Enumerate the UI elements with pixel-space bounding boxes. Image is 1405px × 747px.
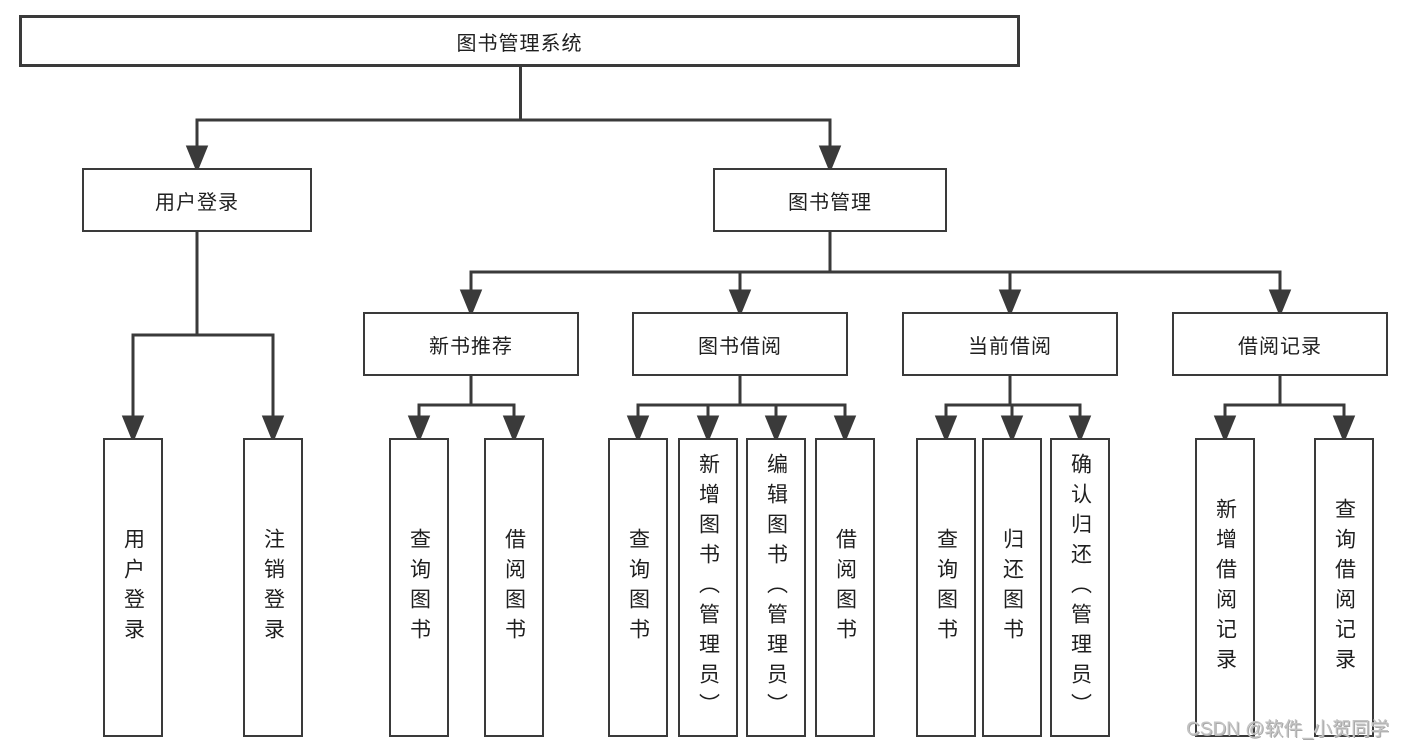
arrowhead-icon: [818, 145, 842, 173]
leaf-borrow-borrow-book: 借阅图书: [815, 438, 875, 737]
arrowhead-icon: [185, 145, 209, 173]
leaf-borrow-query-book: 查询图书: [608, 438, 668, 737]
node-root: 图书管理系统: [19, 15, 1020, 67]
leaf-recommend-borrow-book: 借阅图书: [484, 438, 544, 737]
leaf-current-confirm-return: 确认归还（管理员）: [1050, 438, 1110, 737]
arrowhead-icon: [1332, 415, 1356, 443]
arrowhead-icon: [121, 415, 145, 443]
leaf-current-return-book-label: 归还图书: [1000, 527, 1024, 648]
node-current-borrow: 当前借阅: [902, 312, 1118, 376]
node-root-label: 图书管理系统: [456, 32, 583, 55]
node-user-login: 用户登录: [82, 168, 312, 232]
arrowhead-icon: [407, 415, 431, 443]
arrowhead-icon: [728, 289, 752, 317]
connector-user-login-branch: [121, 232, 285, 443]
leaf-logout-label: 注销登录: [261, 527, 285, 648]
connector-borrow-branch: [626, 376, 857, 443]
node-book-borrow-label: 图书借阅: [698, 335, 782, 358]
leaf-recommend-query-book-label: 查询图书: [407, 527, 431, 648]
arrowhead-icon: [764, 415, 788, 443]
leaf-logout: 注销登录: [243, 438, 303, 737]
arrowhead-icon: [1268, 289, 1292, 317]
leaf-record-query-label: 查询借阅记录: [1332, 497, 1356, 678]
arrowhead-icon: [934, 415, 958, 443]
leaf-recommend-borrow-book-label: 借阅图书: [502, 527, 526, 648]
node-borrow-record-label: 借阅记录: [1238, 335, 1322, 358]
leaf-borrow-edit-book: 编辑图书（管理员）: [746, 438, 806, 737]
node-current-borrow-label: 当前借阅: [968, 335, 1052, 358]
leaf-borrow-edit-book-label: 编辑图书（管理员）: [764, 452, 788, 723]
leaf-current-query-book: 查询图书: [916, 438, 976, 737]
connector-record-branch: [1213, 376, 1356, 443]
leaf-recommend-query-book: 查询图书: [389, 438, 449, 737]
csdn-watermark: CSDN @软件_小贺同学: [1186, 719, 1389, 740]
arrowhead-icon: [833, 415, 857, 443]
leaf-borrow-query-book-label: 查询图书: [626, 527, 650, 648]
arrowhead-icon: [696, 415, 720, 443]
connector-book-mgmt-branch: [459, 232, 1292, 317]
arrowhead-icon: [626, 415, 650, 443]
arrowhead-icon: [1213, 415, 1237, 443]
arrowhead-icon: [1000, 415, 1024, 443]
node-book-management-label: 图书管理: [788, 191, 872, 214]
leaf-record-query: 查询借阅记录: [1314, 438, 1374, 737]
node-new-book-recommend: 新书推荐: [363, 312, 579, 376]
arrowhead-icon: [459, 289, 483, 317]
arrowhead-icon: [1068, 415, 1092, 443]
leaf-current-query-book-label: 查询图书: [934, 527, 958, 648]
arrowhead-icon: [998, 289, 1022, 317]
leaf-current-return-book: 归还图书: [982, 438, 1042, 737]
leaf-borrow-borrow-book-label: 借阅图书: [833, 527, 857, 648]
connector-root-branch: [185, 67, 842, 173]
node-book-management: 图书管理: [713, 168, 947, 232]
leaf-record-add: 新增借阅记录: [1195, 438, 1255, 737]
node-user-login-label: 用户登录: [155, 191, 239, 214]
leaf-current-confirm-return-label: 确认归还（管理员）: [1068, 452, 1092, 723]
leaf-borrow-add-book-label: 新增图书（管理员）: [696, 452, 720, 723]
arrowhead-icon: [502, 415, 526, 443]
node-borrow-record: 借阅记录: [1172, 312, 1388, 376]
connector-recommend-branch: [407, 376, 526, 443]
leaf-borrow-add-book: 新增图书（管理员）: [678, 438, 738, 737]
arrowhead-icon: [261, 415, 285, 443]
leaf-login-label: 用户登录: [121, 527, 145, 648]
node-new-book-recommend-label: 新书推荐: [429, 335, 513, 358]
connector-current-branch: [934, 376, 1092, 443]
leaf-record-add-label: 新增借阅记录: [1213, 497, 1237, 678]
leaf-login: 用户登录: [103, 438, 163, 737]
node-book-borrow: 图书借阅: [632, 312, 848, 376]
